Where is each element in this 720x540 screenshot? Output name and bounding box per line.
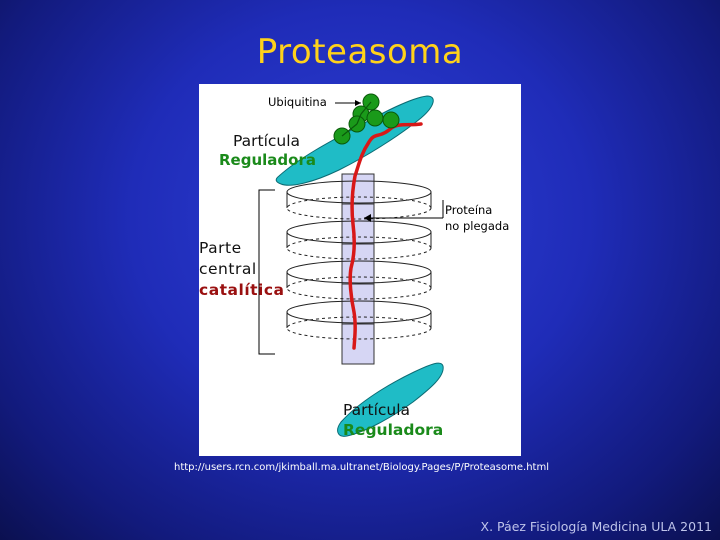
ubiquitin-chain (333, 93, 400, 145)
label-protein-line2: no plegada (445, 219, 509, 233)
label-protein-line1: Proteína (445, 203, 492, 217)
label-core-line2: central (199, 260, 257, 278)
core-bracket (258, 189, 275, 355)
ring-4 (286, 300, 432, 340)
proteasome-illustration: Ubiquitina Proteína no plegada (258, 93, 509, 437)
ring-1 (286, 180, 432, 220)
label-top-particle-line2: Reguladora (219, 151, 316, 169)
ubiquitin-links (341, 101, 372, 137)
label-bottom-particle-line2: Reguladora (343, 421, 444, 439)
ring-3 (286, 260, 432, 300)
protein-arrowhead (364, 214, 371, 222)
footer-credit: X. Páez Fisiología Medicina ULA 2011 (480, 519, 712, 534)
label-bottom-particle-line1: Partícula (343, 401, 411, 419)
label-top-particle: Partícula (233, 132, 300, 151)
label-core-line1: Parte (199, 239, 242, 257)
label-core-line3: catalítica (199, 281, 285, 299)
central-channel (341, 173, 375, 365)
ubiquitin-arrowhead (355, 100, 361, 106)
unfolded-protein-chain (348, 122, 423, 350)
channel-segments (342, 203, 374, 325)
label-top-particle-line1: Partícula (233, 132, 301, 150)
slide-title: Proteasoma (256, 32, 464, 72)
label-bottom-particle: Partícula Reguladora (343, 400, 443, 440)
proteasome-diagram: Ubiquitina Proteína no plegada Partícula… (199, 84, 521, 456)
bottom-regulatory-particle (337, 362, 444, 437)
label-core: Parte central catalítica (199, 238, 285, 301)
catalytic-core-rings (286, 180, 432, 340)
source-url[interactable]: http://users.rcn.com/jkimball.ma.ultrane… (174, 462, 549, 473)
ring-2 (286, 220, 432, 260)
label-ubiquitin: Ubiquitina (268, 95, 327, 109)
